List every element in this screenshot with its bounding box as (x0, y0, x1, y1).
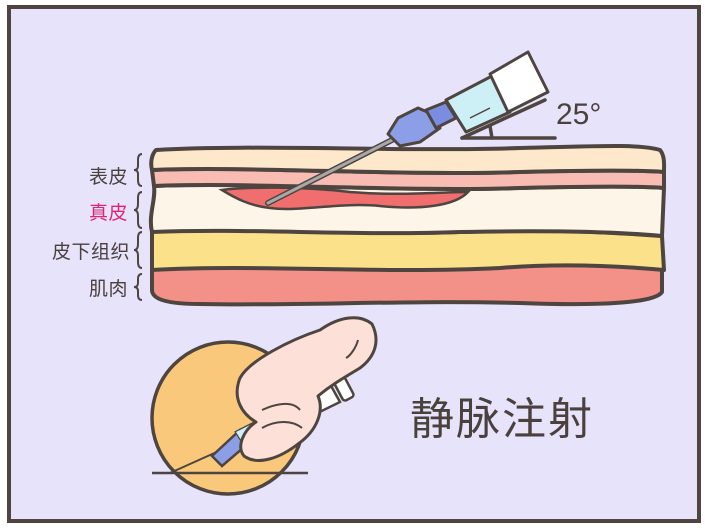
layer-braces (133, 153, 143, 301)
layer-label-dermis: 真皮 (88, 202, 128, 224)
needle (265, 137, 395, 206)
hand-illustration (150, 316, 378, 496)
layer-label-muscle: 肌肉 (88, 278, 128, 300)
layer-label-epidermis: 表皮 (88, 166, 128, 188)
diagram-title: 静脉注射 (410, 394, 594, 445)
layer-label-subcutaneous: 皮下组织 (51, 241, 130, 263)
syringe (386, 50, 550, 148)
skin-cross-section (148, 144, 667, 307)
angle-label: 25° (556, 98, 602, 131)
angle-marker (460, 98, 557, 140)
